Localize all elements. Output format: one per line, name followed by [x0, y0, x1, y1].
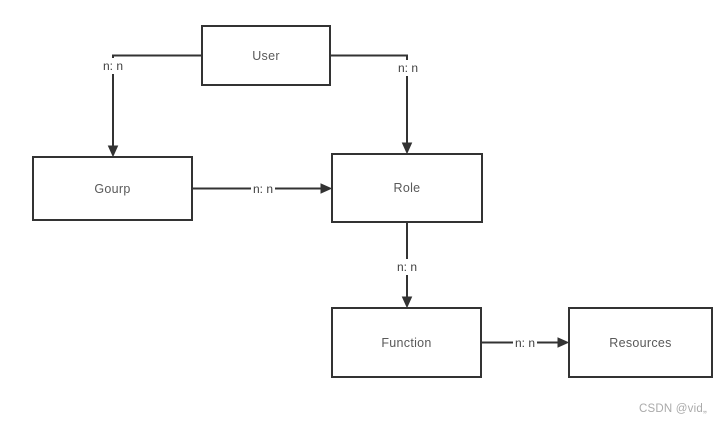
node-function-label: Function	[381, 335, 432, 350]
edge-user-role	[331, 54, 413, 155]
node-resources-label: Resources	[609, 335, 672, 350]
arrowhead-down-icon	[107, 145, 119, 158]
arrowhead-down-icon	[401, 142, 413, 155]
node-user: User	[201, 25, 331, 86]
arrowhead-down-icon	[401, 296, 413, 309]
node-role: Role	[331, 153, 483, 223]
edge-label-user-role: n: n	[395, 60, 421, 76]
node-gourp-label: Gourp	[94, 181, 131, 196]
edge-label-function-resources: n: n	[512, 335, 538, 351]
node-resources: Resources	[568, 307, 713, 378]
edge-label-gourp-role: n: n	[250, 181, 276, 197]
edge-label-role-function: n: n	[394, 259, 420, 275]
node-user-label: User	[252, 48, 280, 63]
arrowhead-right-icon	[320, 183, 333, 194]
arrowhead-right-icon	[557, 337, 570, 348]
edge-user-gourp	[107, 54, 201, 158]
node-function: Function	[331, 307, 482, 378]
node-role-label: Role	[393, 181, 421, 195]
edge-label-user-gourp: n: n	[100, 58, 126, 74]
csdn-watermark: CSDN @vid„	[639, 403, 707, 415]
node-gourp: Gourp	[32, 156, 193, 221]
